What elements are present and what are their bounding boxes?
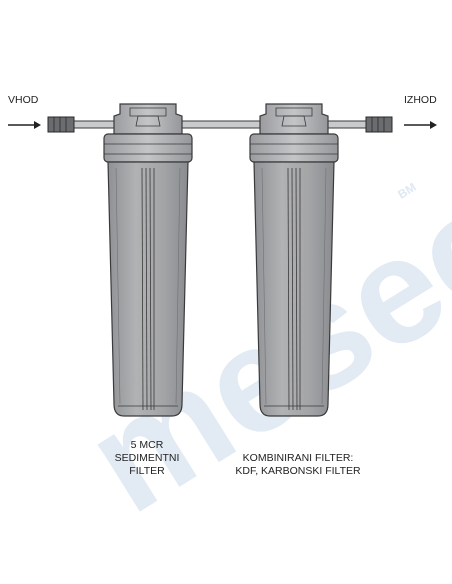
combined-filter-label-line: KDF, KARBONSKI FILTER	[235, 465, 361, 477]
sediment-filter-label-line: 5 MCR	[130, 439, 164, 451]
inlet-fitting	[47, 116, 75, 133]
inlet-label: VHOD	[8, 94, 39, 106]
combined-filter-housing	[249, 103, 339, 417]
sediment-filter-housing	[103, 103, 193, 417]
inlet-arrow-icon	[8, 121, 41, 129]
sediment-filter-label-line: SEDIMENTNI	[114, 452, 180, 464]
outlet-label: IZHOD	[404, 94, 437, 106]
sediment-filter-label-line: FILTER	[129, 465, 165, 477]
combined-filter-label: KOMBINIRANI FILTER: KDF, KARBONSKI FILTE…	[228, 452, 368, 478]
outlet-arrow-icon	[404, 121, 437, 129]
sediment-filter-label: 5 MCR SEDIMENTNI FILTER	[92, 439, 202, 478]
connecting-pipe	[59, 120, 381, 129]
combined-filter-label-line: KOMBINIRANI FILTER:	[242, 452, 354, 464]
outlet-fitting	[365, 116, 393, 133]
